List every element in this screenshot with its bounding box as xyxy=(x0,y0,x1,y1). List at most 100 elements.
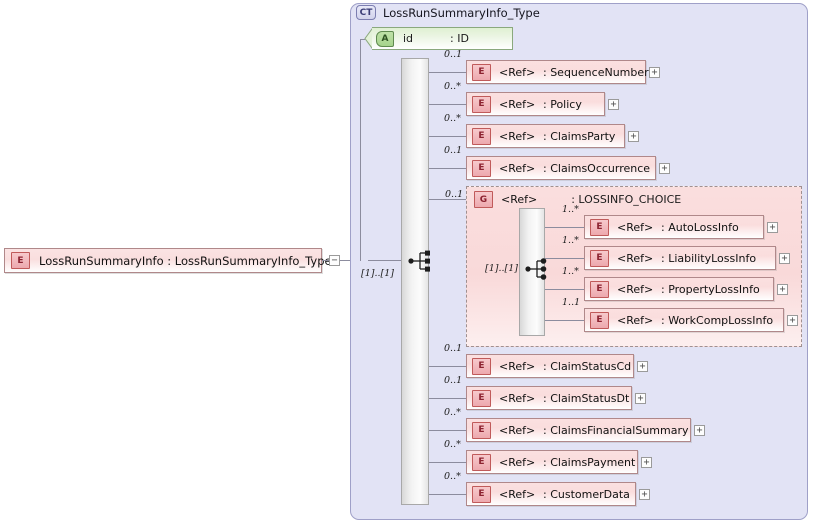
attribute-name: id xyxy=(403,32,414,45)
element-badge-icon: E xyxy=(472,485,491,503)
group-cardinality-label: 0..1 xyxy=(445,189,464,200)
element-expand-toggle[interactable]: + xyxy=(641,457,652,468)
element-type-label: : SequenceNumber xyxy=(543,65,649,79)
sequence-compositor-bar[interactable] xyxy=(401,58,429,505)
sequence-occurrence-label: [1]..[1] xyxy=(361,268,394,279)
element-connector-line xyxy=(429,136,466,137)
element-ref-label: <Ref> xyxy=(617,251,654,265)
element-expand-toggle[interactable]: + xyxy=(694,425,705,436)
element-ref-label: <Ref> xyxy=(499,487,536,501)
element-badge-icon: E xyxy=(472,127,491,145)
element-badge-icon: E xyxy=(590,280,609,298)
element-ref-label: <Ref> xyxy=(499,129,536,143)
element-connector-line xyxy=(429,398,466,399)
element-expand-toggle[interactable]: + xyxy=(779,253,790,264)
element-type-label: : ClaimsParty xyxy=(543,129,616,143)
element-row[interactable]: E <Ref> : AutoLossInfo xyxy=(584,215,764,239)
group-inbound-line xyxy=(429,199,466,200)
cardinality-label: 0..1 xyxy=(444,375,463,386)
cardinality-label: 1..* xyxy=(562,266,579,277)
element-badge-icon: E xyxy=(590,311,609,329)
element-ref-label: <Ref> xyxy=(499,423,536,437)
element-connector-line xyxy=(429,462,466,463)
element-connector-line xyxy=(429,104,466,105)
element-row[interactable]: E<Ref>: ClaimsFinancialSummary xyxy=(466,418,691,442)
element-expand-toggle[interactable]: + xyxy=(767,222,778,233)
element-row[interactable]: E<Ref>: LiabilityLossInfo xyxy=(584,246,776,270)
group-ref-label: <Ref> xyxy=(501,193,538,206)
element-expand-toggle[interactable]: + xyxy=(777,284,788,295)
element-connector-line xyxy=(545,258,584,259)
element-ref-label: <Ref> xyxy=(617,220,654,234)
element-badge-icon: E xyxy=(472,63,491,81)
element-expand-toggle[interactable]: + xyxy=(628,131,639,142)
element-type-label: : ClaimsPayment xyxy=(543,455,636,469)
element-row[interactable]: E<Ref>: PropertyLossInfo xyxy=(584,277,774,301)
root-collapse-toggle[interactable]: − xyxy=(329,255,340,266)
attribute-nose-shape xyxy=(364,27,373,50)
cardinality-label: 1..* xyxy=(562,204,579,215)
element-type-label: : AutoLossInfo xyxy=(661,220,739,234)
element-badge-icon: E xyxy=(11,252,30,269)
element-row[interactable]: E <Ref> : CustomerData xyxy=(466,482,636,506)
element-type-label: : ClaimStatusDt xyxy=(543,391,630,405)
element-connector-line xyxy=(429,168,466,169)
cardinality-label: 0..* xyxy=(444,81,461,92)
cardinality-label: 0..* xyxy=(444,407,461,418)
element-row[interactable]: E <Ref> : SequenceNumber xyxy=(466,60,649,84)
element-ref-label: <Ref> xyxy=(617,313,654,327)
element-expand-toggle[interactable]: + xyxy=(637,361,648,372)
group-type-label: : LOSSINFO_CHOICE xyxy=(571,193,682,206)
choice-occurrence-label: [1]..[1] xyxy=(485,263,518,274)
element-connector-line xyxy=(545,320,584,321)
element-connector-line xyxy=(429,494,466,495)
cardinality-label: 0..1 xyxy=(444,49,463,60)
sequence-compositor-icon xyxy=(408,250,430,272)
element-expand-toggle[interactable]: + xyxy=(635,393,646,404)
attribute-badge-icon: A xyxy=(376,30,394,47)
element-expand-toggle[interactable]: + xyxy=(787,315,798,326)
root-element-label: LossRunSummaryInfo : LossRunSummaryInfo_… xyxy=(39,253,332,268)
attribute-connector-vertical xyxy=(360,39,361,261)
element-ref-label: <Ref> xyxy=(499,391,536,405)
element-row[interactable]: E <Ref> : ClaimStatusDt xyxy=(466,386,632,410)
group-badge-icon: G xyxy=(474,191,493,208)
root-connector-line xyxy=(322,260,329,261)
group-header[interactable]: G <Ref> : LOSSINFO_CHOICE xyxy=(474,191,681,208)
element-type-label: : LiabilityLossInfo xyxy=(661,251,757,265)
element-expand-toggle[interactable]: + xyxy=(608,99,619,110)
root-element-box[interactable]: E LossRunSummaryInfo : LossRunSummaryInf… xyxy=(4,248,332,273)
cardinality-label: 1..* xyxy=(562,235,579,246)
element-badge-icon: E xyxy=(472,159,491,177)
element-ref-label: <Ref> xyxy=(499,161,536,175)
element-badge-icon: E xyxy=(472,389,491,407)
element-row[interactable]: E <Ref> : ClaimsParty xyxy=(466,124,625,148)
attribute-box-id[interactable]: A id : ID xyxy=(372,27,513,50)
choice-compositor-icon xyxy=(525,258,547,280)
element-type-label: : PropertyLossInfo xyxy=(661,282,760,296)
choice-compositor-bar[interactable] xyxy=(519,208,545,336)
element-expand-toggle[interactable]: + xyxy=(639,489,650,500)
element-ref-label: <Ref> xyxy=(499,359,536,373)
element-type-label: : CustomerData xyxy=(543,487,630,501)
element-type-label: : ClaimsOccurrence xyxy=(543,161,651,175)
cardinality-label: 0..1 xyxy=(444,343,463,354)
element-row[interactable]: E<Ref>: ClaimsPayment xyxy=(466,450,638,474)
element-badge-icon: E xyxy=(590,218,609,236)
element-row[interactable]: E <Ref> : ClaimsOccurrence xyxy=(466,156,656,180)
element-ref-label: <Ref> xyxy=(499,65,536,79)
element-row[interactable]: E<Ref>: WorkCompLossInfo xyxy=(584,308,784,332)
element-type-label: : ClaimStatusCd xyxy=(543,359,632,373)
element-row[interactable]: E <Ref> : ClaimStatusCd xyxy=(466,354,634,378)
attribute-type: : ID xyxy=(450,32,469,45)
complextype-header: CT LossRunSummaryInfo_Type xyxy=(356,5,540,20)
element-expand-toggle[interactable]: + xyxy=(659,163,670,174)
element-connector-line xyxy=(545,289,584,290)
element-badge-icon: E xyxy=(472,357,491,375)
element-row[interactable]: E<Ref>: Policy xyxy=(466,92,605,116)
cardinality-label: 0..1 xyxy=(444,145,463,156)
attribute-connector-horizontal xyxy=(360,39,365,40)
complextype-title: LossRunSummaryInfo_Type xyxy=(383,5,540,20)
element-expand-toggle[interactable]: + xyxy=(649,67,660,78)
